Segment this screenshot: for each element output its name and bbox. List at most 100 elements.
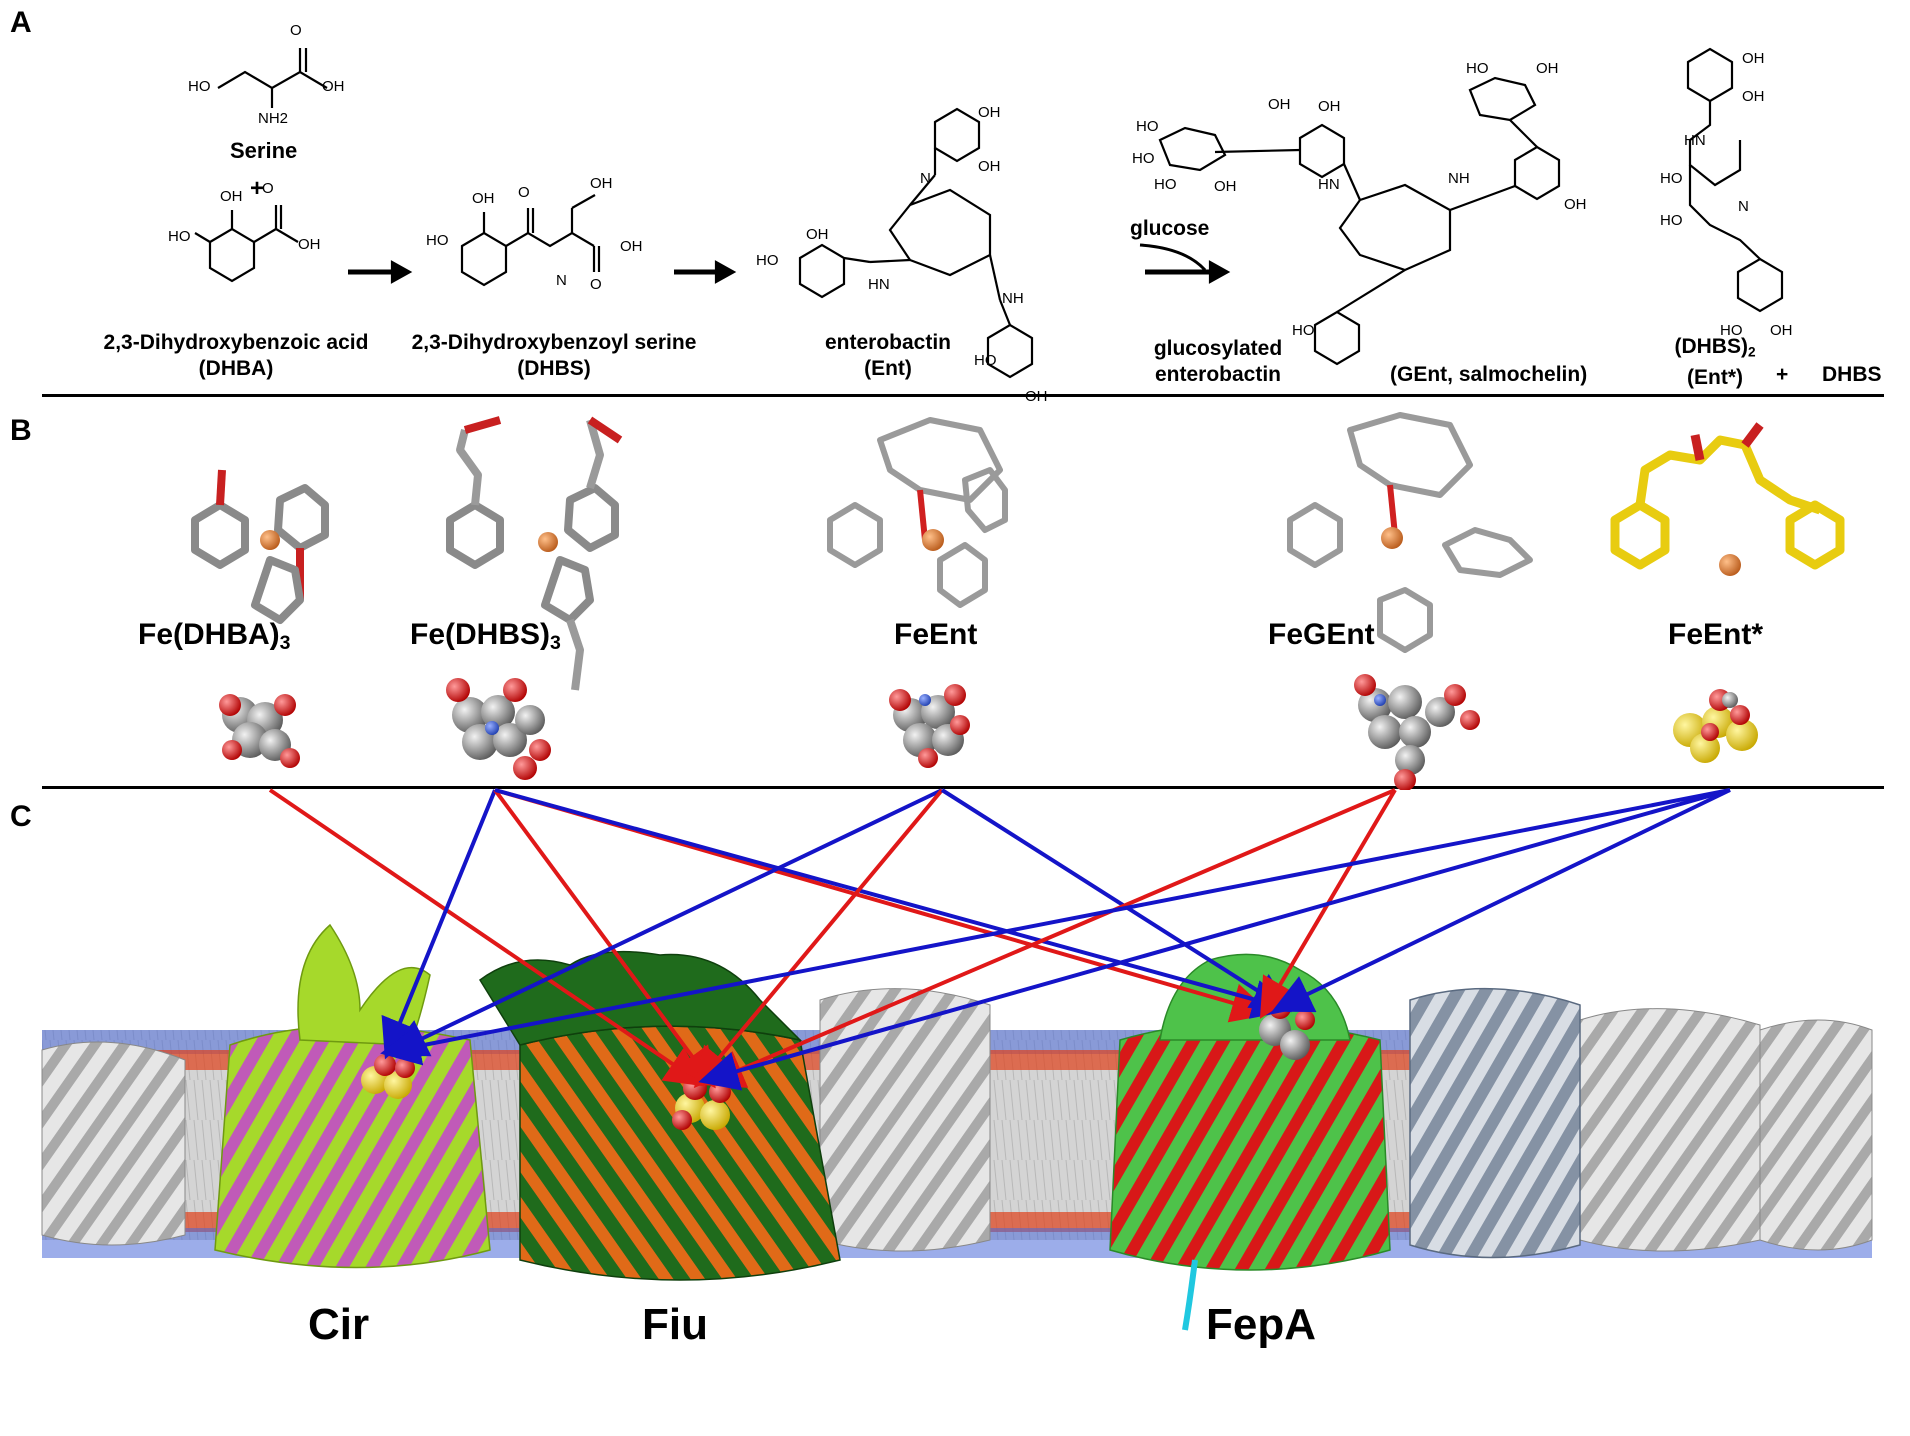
ent-atom-label: NH — [1002, 290, 1024, 307]
feentstar-spacefill-model — [1673, 689, 1758, 763]
fegent-stick-model — [1287, 412, 1533, 653]
gent-atom-label: HO — [1132, 150, 1155, 167]
dhba-atom-label: O — [262, 180, 274, 197]
dhba-label-line1: 2,3-Dihydroxybenzoic acid — [103, 331, 369, 354]
dhbs-atom-label: OH — [590, 175, 613, 192]
panel-letter-c: C — [10, 800, 32, 833]
arrow-feentstar-to-fepa-blue — [1271, 788, 1731, 1013]
gent-atom-label: OH — [1536, 60, 1559, 77]
gent-atom-label: HO — [1466, 60, 1489, 77]
entstar-atom-label: OH — [1742, 50, 1765, 67]
glucose-label: glucose — [1130, 217, 1210, 240]
serine-atom-label: OH — [322, 78, 345, 95]
entstar-plus: + — [1776, 363, 1789, 386]
dhbs-atom-label: OH — [472, 190, 495, 207]
fegent-spacefill-model — [1354, 674, 1480, 790]
dhba-atom-label: OH — [298, 236, 321, 253]
complex-label-feent: FeEnt — [894, 618, 978, 651]
arrow-fegent-to-fiu-red — [703, 788, 1396, 1088]
gent-label-line1: glucosylated — [1153, 337, 1283, 360]
serine-atom-label: HO — [188, 78, 211, 95]
arrow-fe-dhbs3-to-fiu-red — [493, 788, 716, 1089]
dhba-label: 2,3-Dihydroxybenzoic acid (DHBA) — [86, 330, 386, 382]
ent-label-line2: (Ent) — [864, 357, 912, 380]
dhbs-atom-label: O — [518, 184, 530, 201]
entstar-atom-label: OH — [1770, 322, 1793, 339]
ent-macrocycle — [888, 188, 992, 277]
entstar-atom-label: HO — [1660, 170, 1683, 187]
dhbs-atom-label: O — [590, 276, 602, 293]
fe-dhba3-stick-model — [191, 469, 329, 624]
ent-atom-label: HO — [974, 352, 997, 369]
ent-atom-label: HN — [868, 276, 890, 293]
fepa-protein — [1109, 953, 1391, 1331]
complex-label-fegent: FeGEnt — [1268, 618, 1375, 651]
gent-atom-label: OH — [1564, 196, 1587, 213]
entstar-atom-label: HN — [1684, 132, 1706, 149]
fe-dhba3-spacefill-model — [219, 694, 300, 768]
ent-atom-label: OH — [978, 104, 1001, 121]
dhba-atom-label: HO — [168, 228, 191, 245]
arrow-feentstar-to-cir-blue — [380, 788, 1731, 1066]
gent-label: glucosylated enterobactin — [1138, 336, 1298, 388]
ent-atom-label: OH — [1025, 388, 1048, 405]
gent-atom-label: HO — [1154, 176, 1177, 193]
feent-spacefill-model — [889, 684, 970, 768]
dhba-label-line2: (DHBA) — [198, 357, 274, 380]
ent-ring-left — [798, 243, 846, 299]
panel-b-complexes — [191, 412, 1845, 790]
fiu-protein — [479, 950, 841, 1281]
complex-label-fe-dhba3: Fe(DHBA)3 — [138, 618, 291, 654]
ent-label-line1: enterobactin — [824, 331, 952, 354]
grey-blue-barrel — [1409, 987, 1581, 1259]
ent-label: enterobactin (Ent) — [798, 330, 978, 382]
divider-bc — [42, 786, 1884, 789]
dhbs-atom-label: OH — [620, 238, 643, 255]
glucose-ring-right — [1468, 76, 1537, 122]
arrow-fegent-to-fepa-red — [1259, 788, 1397, 1019]
arrow-feent-to-cir-blue — [386, 788, 943, 1057]
cir-protein — [214, 923, 491, 1269]
arrow-fe-dhba3-to-fiu-red — [268, 788, 706, 1087]
entstar-atom-label: HO — [1720, 322, 1743, 339]
glucose-ring-left — [1158, 126, 1227, 172]
serine-atom-label: NH2 — [258, 110, 289, 127]
ent-atom-label: HO — [756, 252, 779, 269]
ent-atom-label: OH — [978, 158, 1001, 175]
entstar-label: (DHBS)2 (Ent*) — [1670, 334, 1760, 391]
ent-atom-label: OH — [806, 226, 829, 243]
entstar-ring-top — [1686, 47, 1734, 103]
gent-atom-label: NH — [1448, 170, 1470, 187]
fe-dhbs3-stick-model — [446, 416, 623, 691]
gent-atom-label: OH — [1318, 98, 1341, 115]
gent-atom-label: OH — [1268, 96, 1291, 113]
complex-label-feentstar: FeEnt* — [1668, 618, 1764, 651]
arrow-feentstar-to-fiu-blue — [698, 788, 1731, 1091]
plus-sign: + — [250, 175, 265, 202]
protein-label-fepa: FepA — [1206, 1300, 1316, 1349]
panel-letter-a: A — [10, 6, 32, 39]
dhbs-atom-label: N — [556, 272, 567, 289]
dhba-atom-label: OH — [220, 188, 243, 205]
ent-atom-label: N — [920, 170, 931, 187]
feent-stick-model — [827, 417, 1008, 608]
entstar-atom-label: N — [1738, 198, 1749, 215]
panel-letter-b: B — [10, 414, 32, 447]
entstar-atom-label: HO — [1660, 212, 1683, 229]
dhbs-atom-label: HO — [426, 232, 449, 249]
gent-atom-label: HN — [1318, 176, 1340, 193]
gent-atom-label: OH — [1214, 178, 1237, 195]
entstar-label-sub: 2 — [1747, 344, 1756, 360]
divider-ab — [42, 394, 1884, 397]
complex-label-fe-dhbs3: Fe(DHBS)3 — [410, 618, 561, 654]
gent-atom-label: HO — [1136, 118, 1159, 135]
serine-atom-label: O — [290, 22, 302, 39]
protein-label-cir: Cir — [308, 1300, 370, 1349]
feentstar-stick-model — [1610, 422, 1845, 576]
gent-label-line3: (GEnt, salmochelin) — [1390, 363, 1588, 386]
dhbs-label: 2,3-Dihydroxybenzoyl serine (DHBS) — [404, 330, 704, 382]
protein-label-fiu: Fiu — [642, 1300, 708, 1349]
gent-macrocycle — [1338, 183, 1452, 272]
arrow-layer — [268, 788, 1731, 1091]
